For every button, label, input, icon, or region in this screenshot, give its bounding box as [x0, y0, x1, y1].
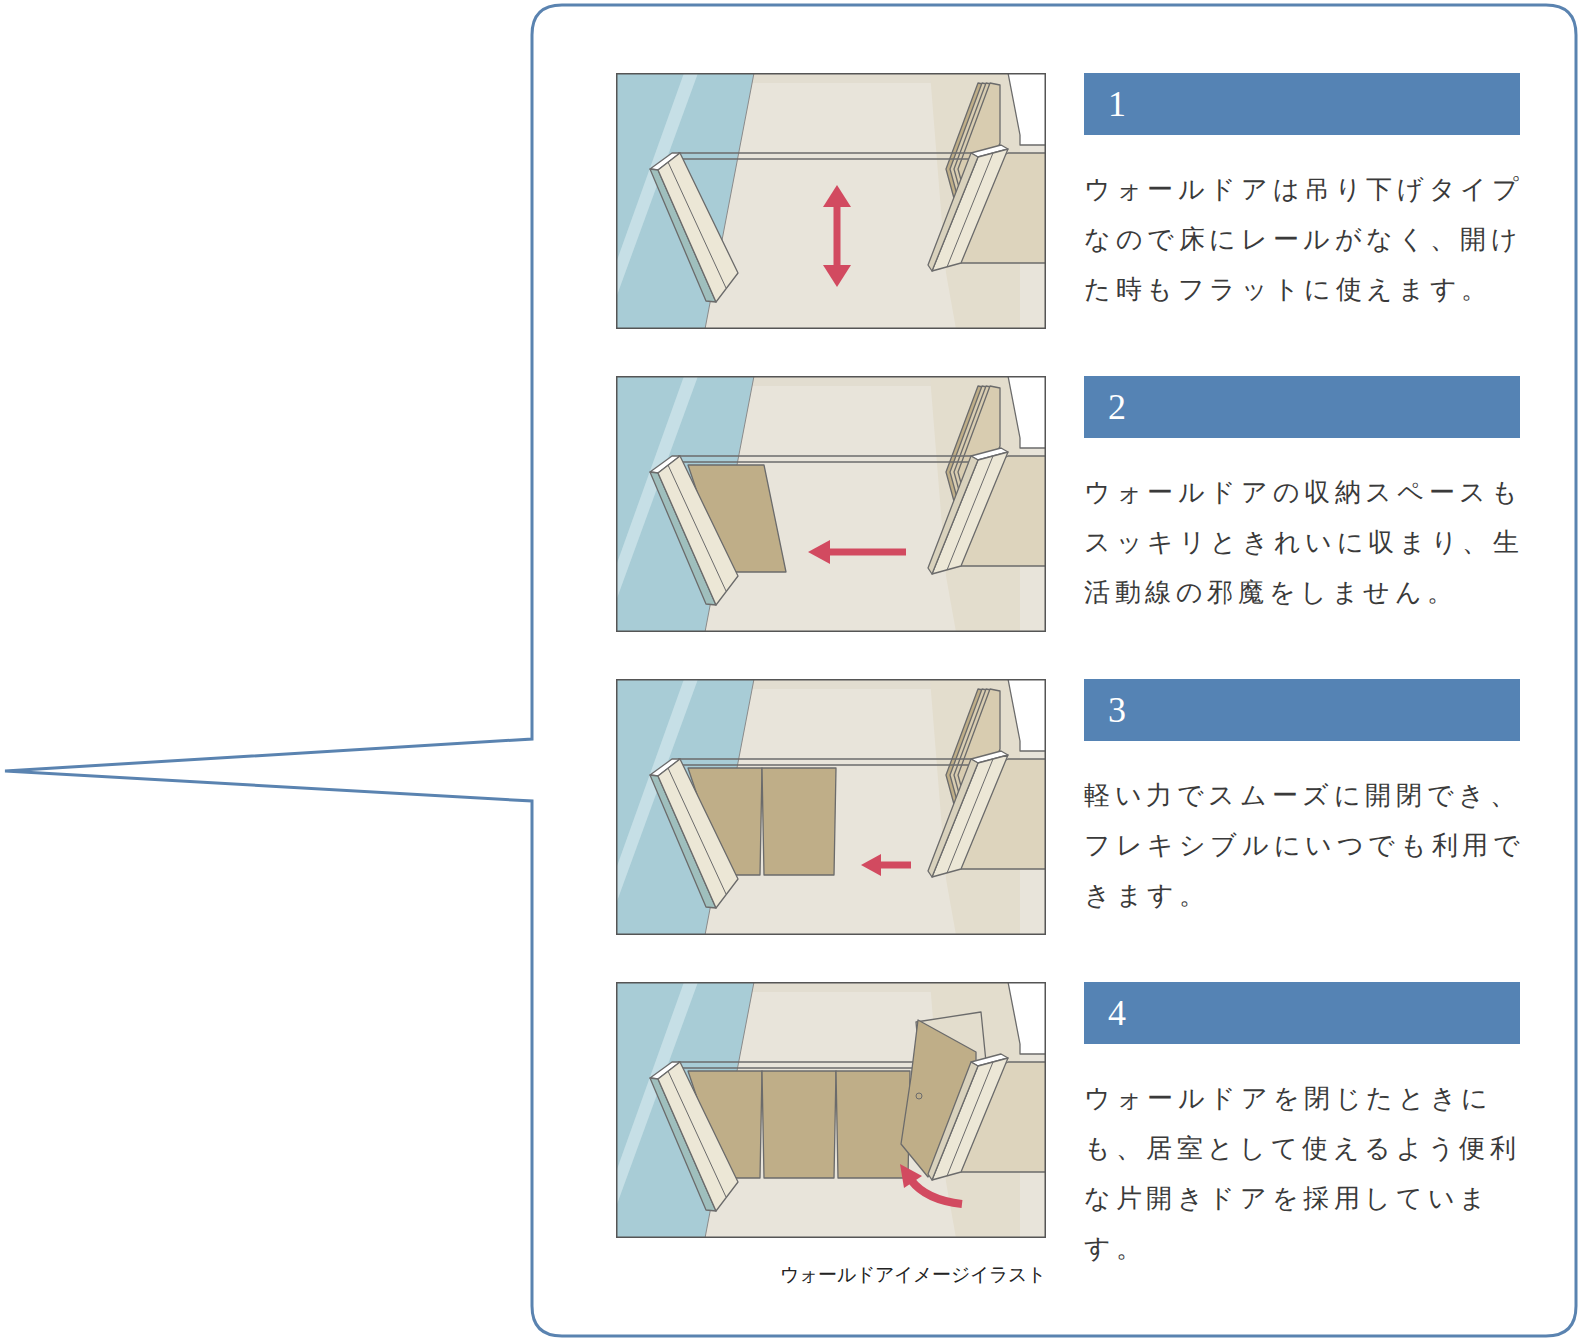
pillar-front [658, 759, 738, 908]
caption: ウォールドアイメージイラスト [780, 1263, 1046, 1285]
description-text: 軽い力でスムーズに開閉でき、フレキシブルにいつでも利用できます。 [1084, 781, 1524, 910]
description-text-box: ウォールドアを閉じたときにも、居室として使えるよう便利な片開きドアを採用していま… [1084, 1074, 1526, 1274]
door-panel [762, 1071, 836, 1178]
number-band: 4 [1084, 982, 1520, 1044]
pillar-line [947, 759, 993, 873]
door-panel [836, 1071, 910, 1178]
arrow-head [900, 1164, 922, 1188]
ceiling-rail [678, 158, 988, 159]
pillar-line [668, 162, 726, 288]
door-knob [916, 1093, 922, 1099]
wall-door-illustration [616, 73, 1046, 329]
description-text: ウォールドアを閉じたときにも、居室として使えるよう便利な片開きドアを採用していま… [1084, 1084, 1520, 1263]
callout-number: 4 [1108, 995, 1126, 1031]
ceiling-rail [678, 764, 988, 765]
description-text-box: ウォールドアは吊り下げタイプなので床にレールがなく、開けた時もフラットに使えます… [1084, 165, 1526, 315]
caption-box: ウォールドアイメージイラスト [780, 1262, 1046, 1288]
description-text-box: 軽い力でスムーズに開閉でき、フレキシブルにいつでも利用できます。 [1084, 771, 1526, 921]
arrow-shaft [834, 203, 841, 271]
ceiling-rail [678, 461, 988, 462]
illustration-frame [617, 377, 1046, 632]
number-band: 1 [1084, 73, 1520, 135]
arrow-shaft [826, 549, 906, 556]
description-text-box: ウォールドアの収納スペースもスッキリときれいに収まり、生活動線の邪魔をしません。 [1084, 468, 1526, 618]
wall-door-illustration [616, 982, 1046, 1238]
arrow-head [823, 185, 851, 207]
pillar-front [658, 1062, 738, 1211]
wall-door-illustration [616, 376, 1046, 632]
right-frame [1008, 73, 1046, 145]
arrow-shaft [878, 862, 911, 869]
pillar-line [947, 153, 993, 267]
illustration-frame [617, 680, 1046, 935]
illustration-frame [617, 983, 1046, 1238]
pillar-line [947, 1062, 993, 1176]
right-frame [1008, 376, 1046, 448]
ceiling-rail [678, 152, 988, 153]
arrow-shaft [911, 1180, 962, 1204]
arrow-head [861, 854, 881, 876]
right-frame [1008, 679, 1046, 751]
callout-number: 3 [1108, 692, 1126, 728]
ceiling-rail [678, 758, 988, 759]
door-panel [762, 768, 836, 875]
floor [616, 679, 1046, 935]
illustration-frame [617, 74, 1046, 329]
pillar-line [668, 768, 726, 894]
floor [616, 376, 1046, 632]
floor [616, 73, 1046, 329]
number-band: 3 [1084, 679, 1520, 741]
callout-number: 1 [1108, 86, 1126, 122]
description-text: ウォールドアは吊り下げタイプなので床にレールがなく、開けた時もフラットに使えます… [1084, 175, 1523, 304]
pillar-line [668, 1071, 726, 1197]
right-frame [1008, 982, 1046, 1054]
pillar-line [668, 465, 726, 591]
side-wall [616, 73, 754, 329]
description-text: ウォールドアの収納スペースもスッキリときれいに収まり、生活動線の邪魔をしません。 [1084, 478, 1523, 607]
ceiling-rail [678, 455, 988, 456]
pillar-front [658, 153, 738, 302]
pillar-line [947, 456, 993, 570]
floor [616, 982, 1046, 1238]
pillar-front [658, 456, 738, 605]
arrow-head [808, 540, 830, 564]
callout-number: 2 [1108, 389, 1126, 425]
arrow-head [823, 265, 851, 287]
wall-door-illustration [616, 679, 1046, 935]
number-band: 2 [1084, 376, 1520, 438]
